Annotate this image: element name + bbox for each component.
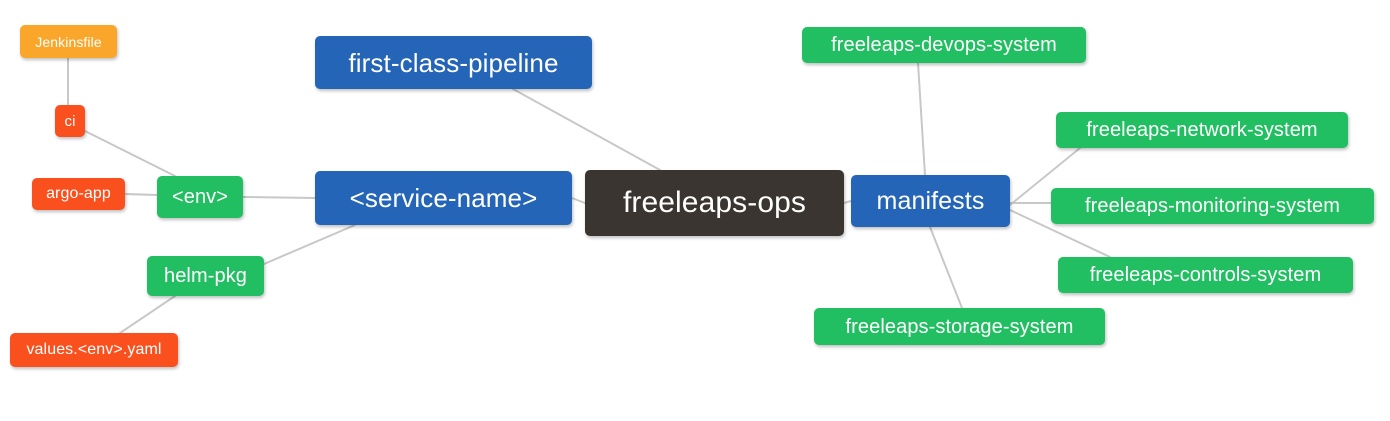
edge-service-name-to-helm-pkg [263,224,356,265]
mindmap-node-freeleaps-storage-system[interactable]: freeleaps-storage-system [814,308,1105,345]
mindmap-node-ci[interactable]: ci [55,105,85,137]
mindmap-node-manifests[interactable]: manifests [851,175,1010,227]
edge-freeleaps-ops-to-service-name [571,197,586,204]
edge-helm-pkg-to-values-env-yaml [119,295,176,334]
mindmap-node-env[interactable]: <env> [157,176,243,218]
mindmap-node-argo-app[interactable]: argo-app [32,178,125,210]
edge-manifests-to-freeleaps-storage-system [929,226,963,309]
mindmap-node-jenkinsfile[interactable]: Jenkinsfile [20,25,117,58]
mindmap-node-freeleaps-ops[interactable]: freeleaps-ops [585,170,844,236]
edge-env-to-argo-app [124,193,158,196]
edge-freeleaps-ops-to-manifests [843,200,852,204]
edge-env-to-ci [84,130,176,177]
edge-freeleaps-ops-to-first-class-pipeline [512,88,661,171]
mindmap-node-values-env-yaml[interactable]: values.<env>.yaml [10,333,178,367]
mindmap-node-freeleaps-network-system[interactable]: freeleaps-network-system [1056,112,1348,148]
mindmap-node-freeleaps-devops-system[interactable]: freeleaps-devops-system [802,27,1086,63]
mindmap-node-first-class-pipeline[interactable]: first-class-pipeline [315,36,592,89]
mindmap-node-freeleaps-controls-system[interactable]: freeleaps-controls-system [1058,257,1353,293]
edge-service-name-to-env [242,196,316,199]
mindmap-node-helm-pkg[interactable]: helm-pkg [147,256,264,296]
edge-manifests-to-freeleaps-devops-system [917,62,926,176]
mindmap-node-service-name[interactable]: <service-name> [315,171,572,225]
mindmap-node-freeleaps-monitoring-system[interactable]: freeleaps-monitoring-system [1051,188,1374,224]
